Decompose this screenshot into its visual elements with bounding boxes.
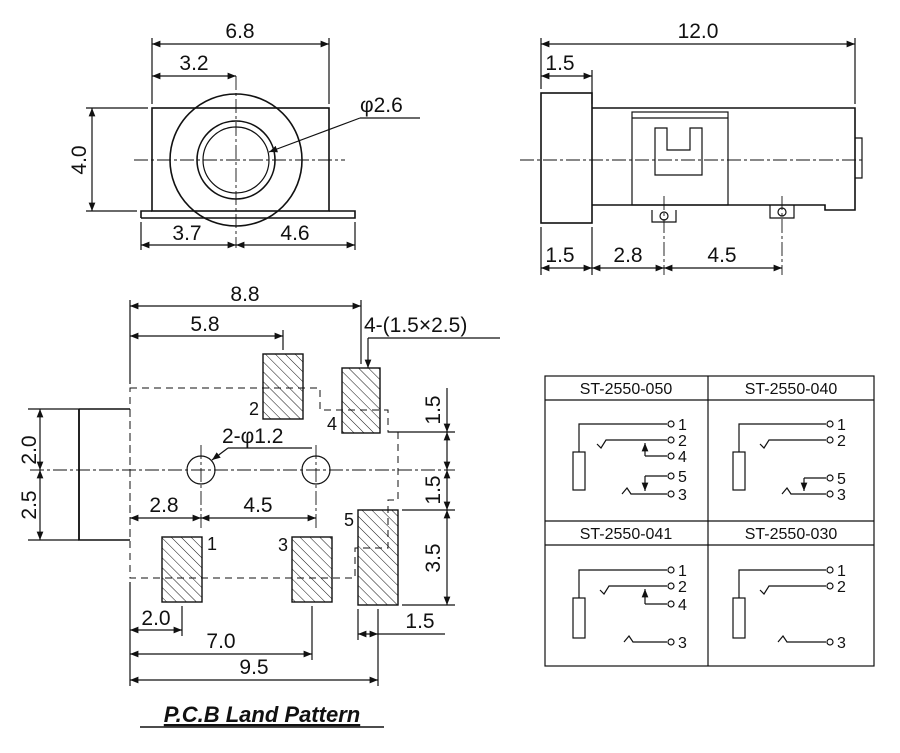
schematic-050-pin-2: 2 <box>678 433 687 450</box>
schematic-table: ST-2550-050 ST-2550-040 ST-2550-041 ST-2… <box>544 375 875 667</box>
pcb-left-dim-2: 2.5 <box>18 490 41 519</box>
schematic-030: 1 2 3 <box>732 563 846 652</box>
schematic-030-pin-2: 2 <box>837 579 846 596</box>
pcb-hole-spacing-dim: 4.5 <box>243 494 272 517</box>
schematic-050-pin-1: 1 <box>678 417 687 434</box>
schematic-030-pin-1: 1 <box>837 563 846 580</box>
pcb-pad5-width-dim: 1.5 <box>405 610 434 633</box>
pcb-total-width-dim: 9.5 <box>239 656 268 679</box>
front-base <box>140 210 356 219</box>
schematic-model-3: ST-2550-041 <box>580 526 673 543</box>
schematic-041-pin-3: 3 <box>678 635 687 652</box>
schematic-050: 1 2 4 5 3 <box>572 417 687 504</box>
side-collar-top-dim: 1.5 <box>545 52 574 75</box>
pcb-pin-label-1: 1 <box>207 534 217 554</box>
schematic-040-pin-2: 2 <box>837 433 846 450</box>
schematic-model-4: ST-2550-030 <box>745 526 838 543</box>
pcb-pin-label-5: 5 <box>344 510 354 530</box>
schematic-050-pin-3: 3 <box>678 487 687 504</box>
side-pin-2 <box>769 205 795 219</box>
schematic-040-pin-1: 1 <box>837 417 846 434</box>
pcb-collar <box>78 409 130 541</box>
side-window <box>631 111 729 206</box>
pcb-right-dim-2: 1.5 <box>422 475 445 504</box>
side-spring-contact <box>654 127 703 176</box>
schematic-041-pin-4: 4 <box>678 597 687 614</box>
side-view: 12.0 1.5 1.5 2.8 4.5 <box>520 20 865 275</box>
side-collar <box>540 92 593 224</box>
pcb-land-pattern: 2 4 1 3 5 8.8 5.8 4-(1.5×2.5) 2-φ1.2 2.8… <box>18 283 500 728</box>
schematic-model-2: ST-2550-040 <box>745 381 838 398</box>
pcb-pad-callout: 4-(1.5×2.5) <box>364 314 467 337</box>
pcb-left-dim-1: 2.0 <box>18 435 41 464</box>
pcb-pad-offset-dim: 5.8 <box>190 313 219 336</box>
pcb-pad1-width-dim: 2.0 <box>141 607 170 630</box>
pcb-pad-4 <box>341 367 381 434</box>
pcb-overall-width-dim: 8.8 <box>230 283 259 306</box>
front-height-dim: 4.0 <box>68 145 91 174</box>
front-hole-dia-dim: φ2.6 <box>360 94 403 117</box>
pcb-pad3-dist-dim: 7.0 <box>206 630 235 653</box>
pcb-pad-1 <box>161 536 203 603</box>
pcb-title: P.C.B Land Pattern <box>164 702 360 727</box>
schematic-041-pin-2: 2 <box>678 579 687 596</box>
pcb-right-dim-3: 3.5 <box>422 543 445 572</box>
schematic-040-pin-3: 3 <box>837 487 846 504</box>
side-length-dim: 12.0 <box>678 20 719 43</box>
front-base-left-dim: 3.7 <box>172 222 201 245</box>
side-pin-spacing-1-dim: 2.8 <box>613 244 642 267</box>
schematic-041-pin-1: 1 <box>678 563 687 580</box>
schematic-050-pin-5: 5 <box>678 469 687 486</box>
front-base-right-dim: 4.6 <box>280 222 309 245</box>
schematic-041: 1 2 4 3 <box>572 563 687 652</box>
schematic-040: 1 2 5 3 <box>732 417 846 504</box>
pcb-pin-label-3: 3 <box>278 535 288 555</box>
side-pin-spacing-2-dim: 4.5 <box>707 244 736 267</box>
front-view: 6.8 3.2 φ2.6 4.0 3.7 4.6 <box>68 20 420 250</box>
side-collar-bottom-dim: 1.5 <box>545 244 574 267</box>
schematic-040-pin-5: 5 <box>837 471 846 488</box>
schematic-030-pin-3: 3 <box>837 635 846 652</box>
pcb-pin-label-4: 4 <box>327 414 337 434</box>
pcb-right-dim-1: 1.5 <box>422 395 445 424</box>
pcb-pad-3 <box>291 536 333 603</box>
front-left-center-dim: 3.2 <box>179 52 208 75</box>
schematic-model-1: ST-2550-050 <box>580 381 673 398</box>
pcb-hole-callout: 2-φ1.2 <box>222 425 283 448</box>
pcb-pad-5 <box>357 509 399 606</box>
pcb-hole-x-dim: 2.8 <box>149 494 178 517</box>
pcb-pin-label-2: 2 <box>249 399 259 419</box>
pcb-pad-2 <box>262 353 304 420</box>
front-width-dim: 6.8 <box>225 20 254 43</box>
front-body <box>151 107 330 212</box>
side-body <box>592 107 856 211</box>
schematic-050-pin-4: 4 <box>678 449 687 466</box>
